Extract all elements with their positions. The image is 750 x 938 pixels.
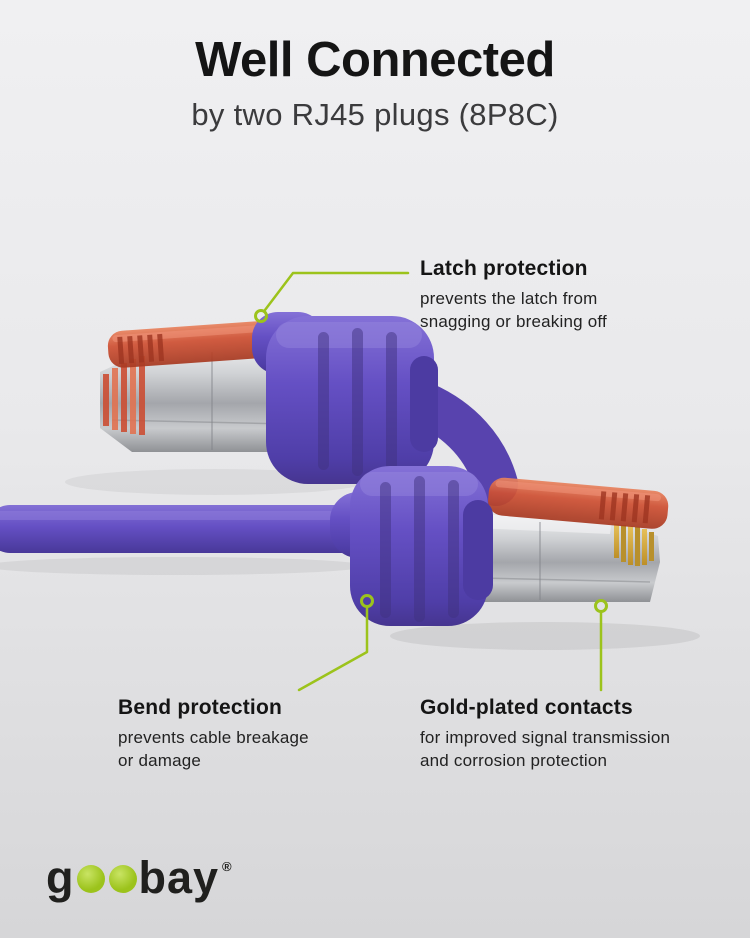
callout-latch-title: Latch protection — [420, 257, 588, 280]
top-latch — [107, 321, 273, 368]
latch-callout-line — [263, 271, 410, 312]
callout-bend-desc-line1: prevents cable breakage — [118, 728, 309, 747]
callout-bend-title: Bend protection — [118, 696, 282, 719]
cable — [0, 505, 370, 575]
callout-bend-desc-line2: or damage — [118, 751, 202, 771]
page-subtitle: by two RJ45 plugs (8P8C) — [191, 96, 559, 132]
gold-callout-marker — [594, 599, 608, 613]
callout-latch-desc-line2: snagging or breaking off — [420, 312, 607, 332]
latch-callout-marker — [254, 309, 268, 323]
top-connector — [100, 312, 518, 506]
callout-gold-desc: for improved signal transmission and cor… — [420, 726, 670, 772]
bottom-connector — [330, 466, 700, 650]
callout-lines — [254, 271, 608, 692]
bottom-connector-shadow — [390, 622, 700, 650]
callout-latch-desc-line1: prevents the latch from — [420, 289, 598, 308]
callout-latch-protection: Latch protection prevents the latch from… — [420, 257, 607, 333]
registered-mark: ® — [222, 859, 232, 874]
top-plug-tip-ridges — [103, 356, 145, 435]
top-boot — [252, 312, 438, 484]
callout-gold-contacts: Gold-plated contacts for improved signal… — [420, 696, 670, 772]
logo-text-g: g — [46, 852, 75, 903]
bend-callout-line — [297, 605, 369, 692]
gold-contacts — [614, 524, 654, 566]
bottom-latch — [488, 477, 669, 529]
callout-gold-title: Gold-plated contacts — [420, 696, 633, 719]
goobay-logo: g bay ® — [46, 852, 232, 904]
callout-bend-desc: prevents cable breakage or damage — [118, 726, 309, 772]
page-title: Well Connected — [195, 33, 555, 87]
header: Well Connected by two RJ45 plugs (8P8C) — [0, 33, 750, 133]
logo-o-circle-2 — [108, 865, 137, 893]
callout-bend-protection: Bend protection prevents cable breakage … — [118, 696, 309, 772]
callout-gold-desc-line2: and corrosion protection — [420, 751, 608, 771]
bottom-plug-body — [472, 514, 660, 602]
callout-latch-desc: prevents the latch from snagging or brea… — [420, 287, 607, 333]
logo-o-circle-1 — [76, 865, 105, 893]
logo-text-bay: bay — [138, 852, 220, 903]
bottom-boot — [330, 466, 493, 626]
callout-gold-desc-line1: for improved signal transmission — [420, 728, 671, 747]
